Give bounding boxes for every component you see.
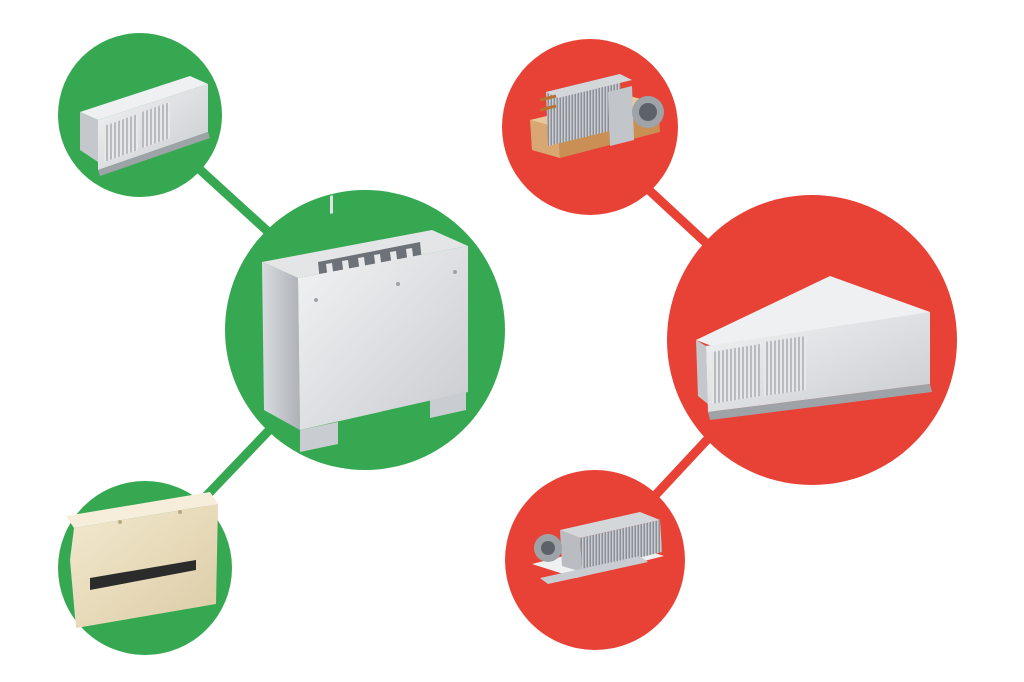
ceiling-cassette-unit-icon (696, 276, 932, 420)
green-cluster (58, 33, 505, 655)
ducted-fan-coil-chassis-icon (530, 74, 664, 158)
ceiling-cassette-unit-icon (80, 76, 210, 176)
horizontal-concealed-unit-icon (532, 512, 664, 584)
floor-standing-fan-coil-icon (262, 195, 468, 452)
red-cluster (502, 39, 957, 650)
wall-mounted-console-icon (66, 492, 218, 628)
